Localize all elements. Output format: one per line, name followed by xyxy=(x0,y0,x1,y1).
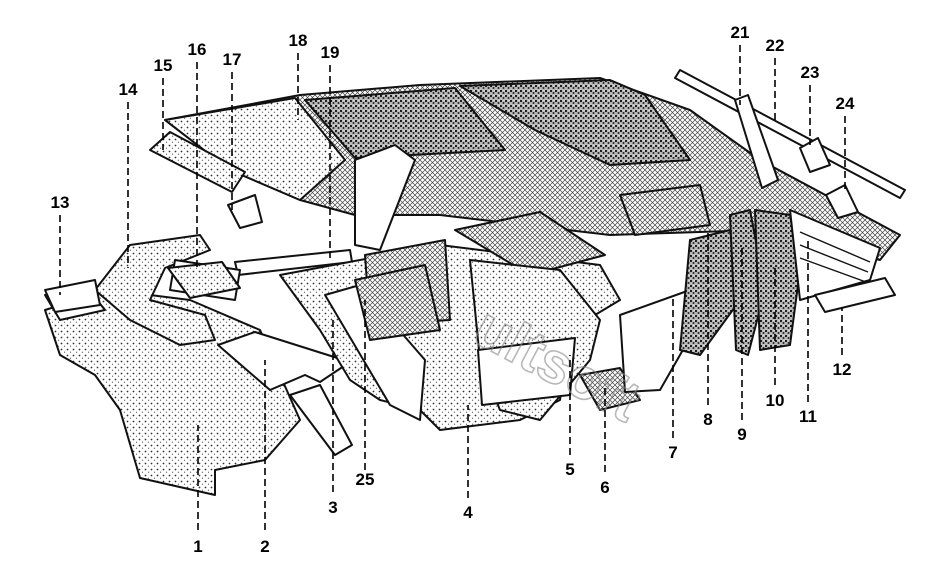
label-24: 24 xyxy=(836,94,855,113)
sill-plate xyxy=(814,277,896,313)
label-19: 19 xyxy=(321,43,340,62)
label-22: 22 xyxy=(766,36,785,55)
tunnel-cover xyxy=(94,234,216,346)
label-10: 10 xyxy=(766,391,785,410)
rear-side-panel xyxy=(619,289,701,393)
label-1: 1 xyxy=(193,537,202,556)
label-2: 2 xyxy=(260,537,269,556)
trim-pad xyxy=(167,261,241,299)
rear-floor-carpet xyxy=(217,331,351,391)
label-13: 13 xyxy=(51,193,70,212)
visor-mount xyxy=(227,194,263,229)
label-5: 5 xyxy=(565,460,574,479)
label-21: 21 xyxy=(731,23,750,42)
tailgate-ribs xyxy=(799,231,871,283)
label-23: 23 xyxy=(801,63,820,82)
label-6: 6 xyxy=(600,478,609,497)
rear-side-trim xyxy=(619,184,711,236)
kick-panel xyxy=(44,279,101,313)
tailgate-trim xyxy=(789,209,881,301)
center-mat xyxy=(454,211,606,276)
rear-quarter-trim xyxy=(679,229,741,356)
retractor-rod xyxy=(674,69,906,199)
door-sill-panel xyxy=(354,264,441,341)
label-12: 12 xyxy=(833,360,852,379)
pillar-trim xyxy=(354,144,416,251)
label-18: 18 xyxy=(289,31,308,50)
label-4: 4 xyxy=(463,503,473,522)
rear-side-liner xyxy=(754,209,801,351)
leader-lines xyxy=(59,45,846,530)
grab-handle xyxy=(734,94,779,189)
label-15: 15 xyxy=(154,56,173,75)
label-16: 16 xyxy=(188,40,207,59)
parts-artwork: ultsoft xyxy=(44,69,906,496)
roof-panel-center xyxy=(459,79,691,166)
label-8: 8 xyxy=(703,410,712,429)
label-9: 9 xyxy=(737,425,746,444)
label-7: 7 xyxy=(668,443,677,462)
side-panel-left xyxy=(324,284,426,421)
roof-panel-left xyxy=(304,87,506,159)
label-11: 11 xyxy=(799,407,817,426)
callout-labels: 1 2 3 4 5 6 7 8 9 10 11 12 13 14 15 16 1… xyxy=(51,23,855,556)
label-17: 17 xyxy=(223,50,242,69)
label-25: 25 xyxy=(356,470,375,489)
seat-bracket xyxy=(289,384,353,456)
clip-23 xyxy=(799,137,831,173)
clip-24 xyxy=(825,184,859,219)
label-3: 3 xyxy=(328,498,337,517)
label-14: 14 xyxy=(119,80,138,99)
